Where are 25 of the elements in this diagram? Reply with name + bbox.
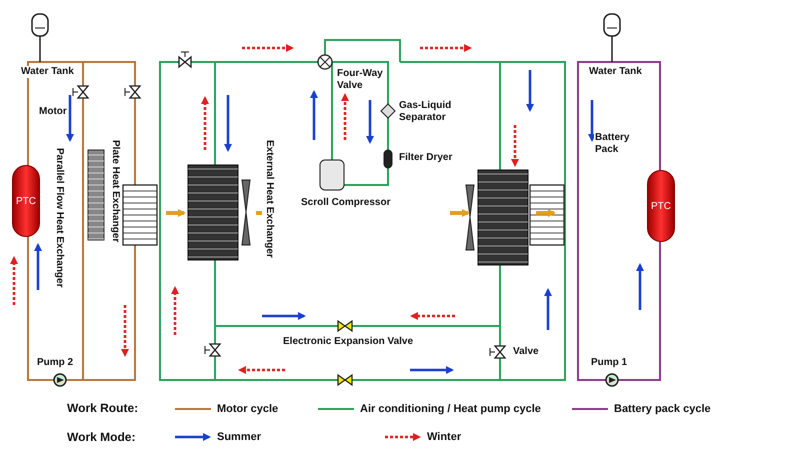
legend-label: Summer: [217, 430, 262, 444]
legend-label: Air conditioning / Heat pump cycle: [360, 402, 541, 416]
component-label: Plate Heat Exchanger: [108, 140, 122, 242]
row-heading: Work Route:: [66, 402, 140, 414]
legend-label: Battery pack cycle: [614, 402, 711, 416]
pipe: [344, 168, 389, 186]
component-label: External Heat Exchanger: [262, 140, 276, 258]
legend-label: Motor cycle: [217, 402, 278, 416]
component-label: Filter Dryer: [398, 152, 454, 164]
component-label: Pump 1: [590, 357, 628, 369]
heater-capsule: PTC: [647, 170, 675, 242]
compressor-icon: [320, 160, 344, 190]
filter-dryer-icon: [384, 150, 392, 168]
row-heading: Work Mode:: [66, 431, 136, 443]
legend-label: Winter: [427, 430, 462, 444]
component-label: Pump 2: [36, 357, 74, 369]
heater-capsule: PTC: [12, 165, 40, 237]
component-label: Water Tank: [20, 66, 75, 78]
pipe: [332, 61, 389, 104]
separator-icon: [380, 103, 396, 119]
component-label: Parallel Flow Heat Exchanger: [52, 148, 66, 288]
component-label: Electronic Expansion Valve: [282, 336, 414, 348]
component-label: Scroll Compressor: [300, 197, 392, 209]
four-way-valve-icon: [317, 54, 333, 70]
pipe: [387, 118, 389, 150]
